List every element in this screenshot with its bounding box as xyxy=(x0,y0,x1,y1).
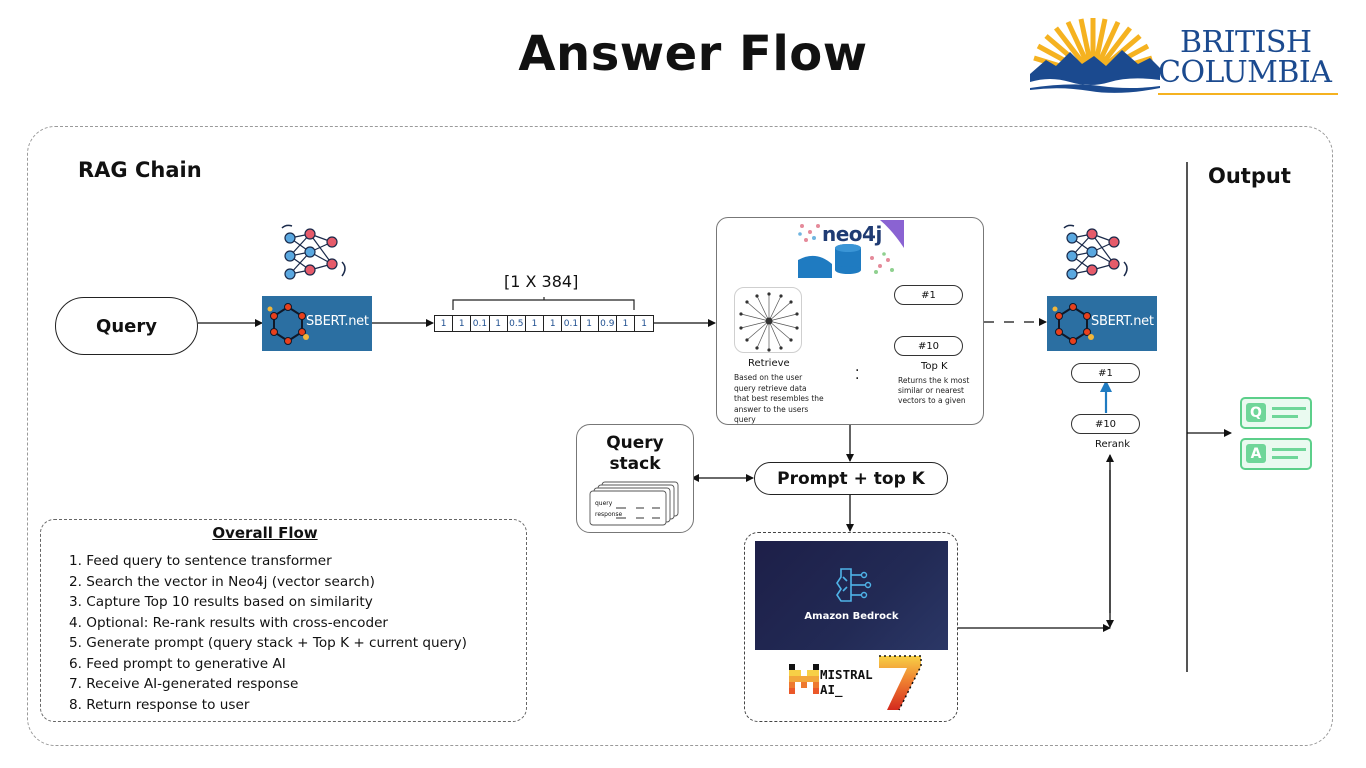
vector-cell: 0.1 xyxy=(562,316,581,331)
neo4j-database-icon xyxy=(798,220,904,278)
amazon-bedrock-label: Amazon Bedrock xyxy=(804,611,899,622)
sbert-graph-icon xyxy=(267,303,309,345)
ellipsis-dots: ·· xyxy=(855,363,860,387)
mistral-7b-logo xyxy=(775,654,930,712)
bedrock-brain-icon xyxy=(836,568,872,602)
a-line xyxy=(1272,456,1298,459)
overall-flow-steps: 1. Feed query to sentence transformer 2.… xyxy=(69,551,467,715)
answer-output-icon: A xyxy=(1240,438,1312,470)
mistral-wordmark-line1: MISTRAL xyxy=(820,667,873,682)
sbert-reranker: SBERT.net xyxy=(1047,296,1157,351)
mistral-m-icon xyxy=(789,664,819,694)
retrieve-label: Retrieve xyxy=(748,358,790,369)
vector-cell: 1 xyxy=(581,316,599,331)
generative-ai-group xyxy=(744,532,958,722)
sbert-encoder: SBERT.net xyxy=(262,296,372,351)
q-badge: Q xyxy=(1246,403,1266,422)
rag-container xyxy=(27,126,1333,746)
vector-cell: 0.5 xyxy=(508,316,526,331)
page-title: Answer Flow xyxy=(518,26,868,82)
retrieve-graph-icon xyxy=(734,287,802,353)
vector-cell: 1 xyxy=(641,318,648,329)
a-line xyxy=(1272,448,1306,451)
flow-step: 2. Search the vector in Neo4j (vector se… xyxy=(69,573,375,590)
response-card-label: response xyxy=(595,511,623,518)
sbert-label: SBERT.net xyxy=(306,314,369,329)
mistral-wordmark: MISTRAL AI_ xyxy=(820,667,873,697)
vector-cell: 1 xyxy=(526,316,545,331)
bc-wordmark: BRITISH COLUMBIA xyxy=(1158,25,1332,90)
mistral-seven-icon xyxy=(879,655,922,711)
flow-step: 7. Receive AI-generated response xyxy=(69,676,299,692)
flow-step: 8. Return response to user xyxy=(69,696,250,713)
output-label: Output xyxy=(1208,164,1291,188)
stacked-cards-icon xyxy=(589,481,679,526)
sbert-graph-icon xyxy=(1052,303,1094,345)
rerank-label: Rerank xyxy=(1095,439,1131,450)
query-node: Query xyxy=(55,297,198,355)
query-card-label: query xyxy=(595,500,613,507)
sbert-label: SBERT.net xyxy=(1091,314,1154,329)
flow-step: 1. Feed query to sentence transformer xyxy=(69,553,332,569)
neural-network-icon xyxy=(1063,224,1128,280)
rerank-rank-last: #10 xyxy=(1071,414,1140,434)
vector-cell: 1 xyxy=(490,316,508,331)
overall-flow-panel xyxy=(40,519,527,722)
prompt-topk-node: Prompt + top K xyxy=(754,462,948,495)
question-output-icon: Q xyxy=(1240,397,1312,429)
rag-chain-label: RAG Chain xyxy=(78,158,202,182)
a-badge: A xyxy=(1246,444,1266,463)
vector-dimension-label: [1 X 384] xyxy=(504,272,579,291)
vector-cell: 1 xyxy=(435,316,454,331)
flow-step: 5. Generate prompt (query stack + Top K … xyxy=(69,635,467,651)
q-line xyxy=(1272,415,1298,418)
neural-network-icon xyxy=(281,224,346,280)
knn-graph-icon xyxy=(739,292,799,352)
query-stack-title: Query stack xyxy=(576,433,694,475)
topk-description: Returns the k most similar or nearest ve… xyxy=(898,376,970,405)
q-line xyxy=(1272,407,1306,410)
query-stack-title-line2: stack xyxy=(609,454,661,474)
embedding-vector: 1 1 0.1 1 0.5 1 1 0.1 1 0.9 1 1 xyxy=(434,315,655,332)
output-divider xyxy=(1186,162,1188,672)
bc-underline xyxy=(1158,93,1338,95)
vector-cell: 1 xyxy=(544,316,563,331)
vector-bracket xyxy=(452,297,635,310)
british-columbia-logo xyxy=(1030,16,1340,98)
retrieve-description: Based on the user query retrieve data th… xyxy=(734,373,824,424)
bc-wordmark-line2: COLUMBIA xyxy=(1158,55,1332,90)
bc-sun-mountain-icon xyxy=(1030,18,1160,98)
mistral-wordmark-line2: AI_ xyxy=(820,682,843,697)
topk-label: Top K xyxy=(921,361,948,372)
query-stack-title-line1: Query xyxy=(606,433,664,453)
rerank-rank-first: #1 xyxy=(1071,363,1140,383)
overall-flow-title: Overall Flow xyxy=(212,524,318,542)
amazon-bedrock-panel xyxy=(755,541,948,650)
topk-rank-first: #1 xyxy=(894,285,963,305)
flow-step: 4. Optional: Re-rank results with cross-… xyxy=(69,614,389,631)
topk-rank-last: #10 xyxy=(894,336,963,356)
vector-cell: 0.1 xyxy=(471,316,490,331)
vector-cell: 1 xyxy=(453,316,472,331)
bc-wordmark-line1: BRITISH xyxy=(1180,25,1312,60)
flow-step: 3. Capture Top 10 results based on simil… xyxy=(69,594,373,610)
flow-step: 6. Feed prompt to generative AI xyxy=(69,655,286,672)
vector-cell: 1 xyxy=(617,316,636,331)
vector-cell: 0.9 xyxy=(599,316,617,331)
neo4j-logo: neo4j xyxy=(822,222,882,246)
